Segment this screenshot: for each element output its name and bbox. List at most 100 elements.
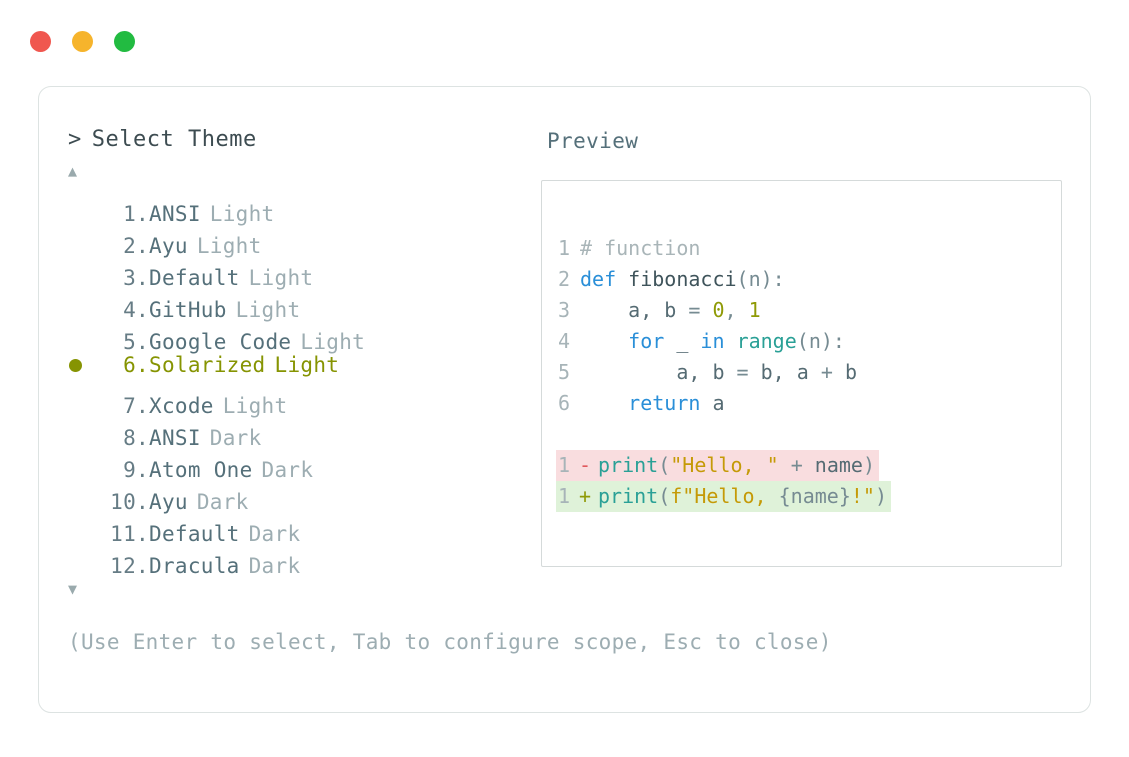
code-token: (n): [736, 267, 785, 291]
code-token: , [724, 298, 749, 322]
maximize-window-button[interactable] [114, 31, 135, 52]
list-item[interactable]: 3. Default Light [65, 253, 541, 290]
line-number: 5 [557, 360, 570, 384]
code-token: a, b [580, 298, 689, 322]
code-token: a, b [580, 360, 737, 384]
list-item-selected[interactable]: 6. Solarized Light [65, 349, 541, 381]
close-window-button[interactable] [30, 31, 51, 52]
diff-line-del: 1-print("Hello, " + name) [556, 450, 879, 481]
list-item-index: 11. [110, 522, 149, 546]
code-token: ( [658, 484, 671, 508]
code-token [616, 267, 628, 291]
list-item[interactable]: 5. Google Code Light [65, 317, 541, 354]
list-item[interactable]: 12. Dracula Dark [65, 541, 541, 578]
list-item-index: 3. [123, 266, 149, 290]
list-item-name: Dracula [149, 554, 240, 578]
scroll-down-icon[interactable]: ▼ [68, 580, 78, 598]
code-token: for [628, 329, 665, 353]
code-token: b, a [760, 360, 821, 384]
code-token: return [628, 391, 701, 415]
list-item-name: Xcode [149, 394, 214, 418]
selection-marker-slot [65, 189, 97, 221]
list-item[interactable]: 9. Atom One Dark [65, 445, 541, 482]
list-item-name: ANSI [149, 202, 201, 226]
selection-marker-slot [65, 381, 97, 413]
list-item[interactable]: 1. ANSI Light [65, 189, 541, 226]
code-token: print [598, 484, 659, 508]
list-item-variant: Light [196, 234, 262, 258]
selection-marker-slot [65, 350, 97, 382]
list-item[interactable]: 8. ANSI Dark [65, 413, 541, 450]
traffic-light-controls [30, 31, 135, 52]
code-token: a [700, 391, 725, 415]
code-token [725, 329, 737, 353]
list-item-variant: Light [274, 353, 340, 377]
list-item-index: 7. [123, 394, 149, 418]
line-number: 4 [557, 329, 570, 353]
line-number: 1 [557, 484, 570, 508]
list-item-name: Solarized [149, 353, 266, 377]
keyboard-hint: (Use Enter to select, Tab to configure s… [68, 630, 832, 654]
list-item-name: Atom One [149, 458, 253, 482]
list-item[interactable]: 2. Ayu Light [65, 221, 541, 258]
list-item[interactable]: 7. Xcode Light [65, 381, 541, 418]
list-item-name: Default [149, 522, 240, 546]
prompt-caret-icon: > [68, 127, 82, 152]
code-token: {name} [778, 484, 851, 508]
code-token [580, 391, 628, 415]
list-item-name: ANSI [149, 426, 201, 450]
selection-marker-slot [65, 221, 97, 253]
list-item-name: GitHub [149, 298, 227, 322]
code-token: + [790, 453, 803, 477]
list-item-variant: Dark [261, 458, 314, 482]
code-token: !" [850, 484, 875, 508]
list-item-index: 4. [123, 298, 149, 322]
list-item[interactable]: 11. Default Dark [65, 509, 541, 546]
list-item-variant: Light [235, 298, 301, 322]
list-item-index: 1. [123, 202, 149, 226]
list-item-index: 2. [123, 234, 149, 258]
code-token: 1 [748, 298, 761, 322]
code-token [779, 453, 791, 477]
selection-marker-slot [65, 445, 97, 477]
preview-label: Preview [547, 129, 639, 153]
code-token: in [700, 329, 725, 353]
list-item[interactable]: 10. Ayu Dark [65, 477, 541, 514]
line-number: 1 [557, 236, 570, 260]
list-item-variant: Light [222, 394, 288, 418]
code-token: b [844, 360, 857, 384]
code-token [580, 329, 628, 353]
list-item-variant: Light [248, 266, 314, 290]
selection-marker-slot [65, 253, 97, 285]
code-spacer [556, 419, 1061, 450]
diff-marker-add: + [579, 484, 592, 508]
code-line: 1 # function [556, 233, 1061, 264]
list-item-variant: Dark [248, 522, 301, 546]
panel-content: > Select Theme ▲ 1. ANSI Light [39, 87, 1090, 712]
list-item-index: 9. [123, 458, 149, 482]
list-item-name: Google Code [149, 330, 292, 354]
list-item[interactable]: 4. GitHub Light [65, 285, 541, 322]
scroll-up-icon[interactable]: ▲ [68, 162, 78, 180]
theme-list[interactable]: 1. ANSI Light 2. Ayu Light 3. [65, 189, 541, 578]
selection-marker-slot [65, 541, 97, 573]
code-token: "Hello, " [670, 453, 779, 477]
diff-line-add: 1 +print(f"Hello, {name}!") [556, 481, 892, 512]
list-item-index: 8. [123, 426, 149, 450]
code-token: ) [874, 484, 888, 508]
theme-selector-column: > Select Theme ▲ 1. ANSI Light [65, 125, 541, 603]
code-token: fibonacci [628, 267, 737, 291]
diff-marker-del: - [579, 453, 592, 477]
theme-picker-panel: > Select Theme ▲ 1. ANSI Light [38, 86, 1091, 713]
selection-marker-slot [65, 413, 97, 445]
code-token: + [820, 360, 845, 384]
code-token: f"Hello, [670, 484, 779, 508]
line-number: 3 [557, 298, 570, 322]
code-line: 3 a, b = 0, 1 [556, 295, 1061, 326]
code-token: # function [580, 236, 701, 260]
code-token: ) [862, 453, 875, 477]
line-number: 6 [557, 391, 570, 415]
minimize-window-button[interactable] [72, 31, 93, 52]
